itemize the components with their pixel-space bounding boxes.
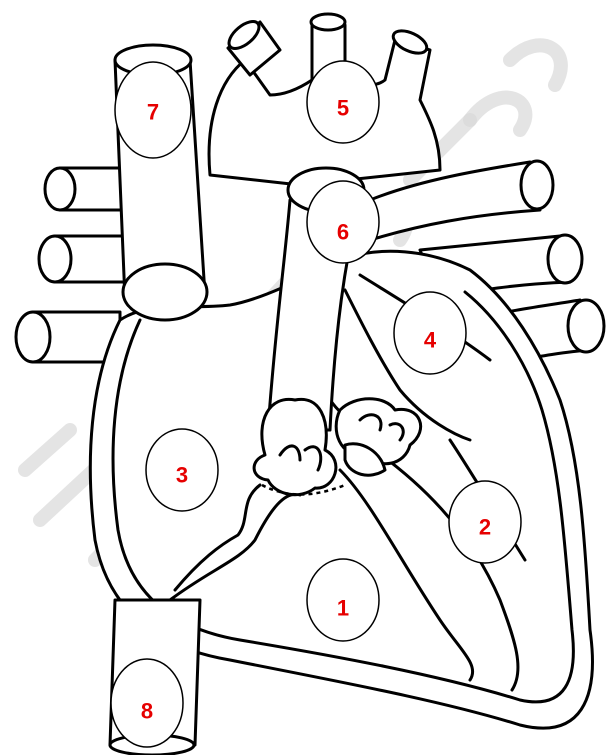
left-vessels xyxy=(16,168,128,362)
label-badge-8: 8 xyxy=(111,659,183,747)
label-badge-1: 1 xyxy=(307,559,379,641)
label-badge-4: 4 xyxy=(394,292,466,374)
label-text-6: 6 xyxy=(337,220,349,245)
label-text-3: 3 xyxy=(176,463,188,488)
label-badge-5: 5 xyxy=(307,61,379,143)
label-badge-3: 3 xyxy=(146,429,218,511)
label-text-1: 1 xyxy=(337,596,349,621)
label-text-8: 8 xyxy=(141,699,153,724)
label-badge-2: 2 xyxy=(449,481,521,563)
label-text-4: 4 xyxy=(424,328,437,353)
label-badge-7: 7 xyxy=(115,62,191,158)
label-badge-6: 6 xyxy=(307,181,379,263)
label-text-7: 7 xyxy=(147,100,159,125)
label-text-2: 2 xyxy=(479,515,491,540)
label-text-5: 5 xyxy=(337,96,349,121)
